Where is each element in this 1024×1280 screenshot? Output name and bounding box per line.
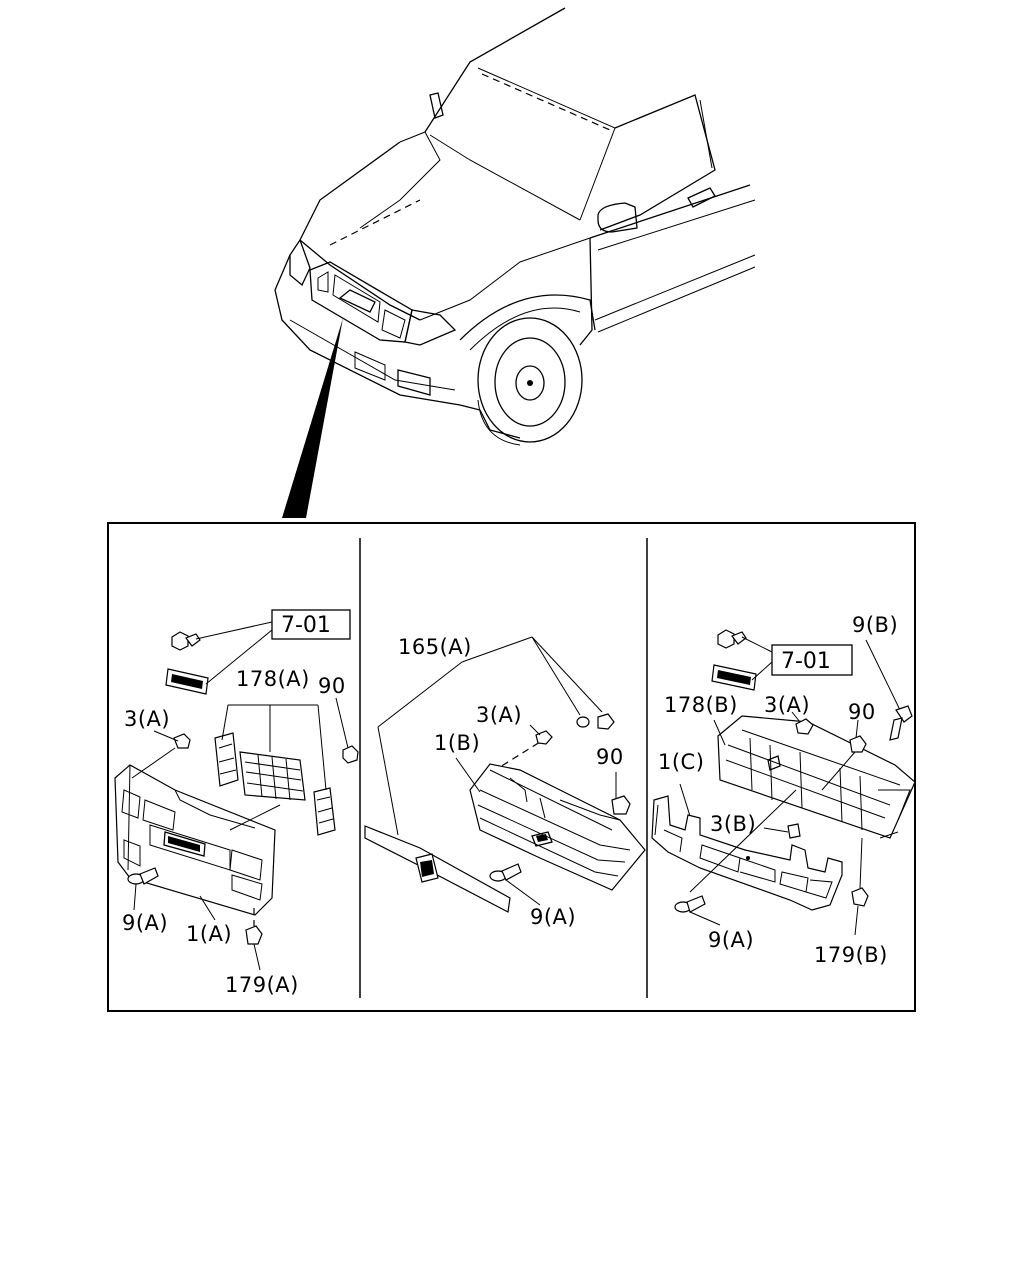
grille-insert-2 (717, 715, 916, 839)
part-label-165a: 165(A) (398, 635, 472, 659)
part-label-1a: 1(A) (186, 922, 232, 946)
nut-icon-3 (849, 735, 867, 753)
clip-179b-icon (851, 887, 869, 907)
part-label-9a-2: 9(A) (530, 905, 576, 929)
part-label-90: 90 (318, 674, 346, 698)
reference-label: 7-01 (281, 613, 331, 638)
part-label-1c: 1(C) (658, 750, 704, 774)
part-label-178a: 178(A) (236, 667, 310, 691)
nut-icon-2 (611, 795, 631, 815)
vehicle-illustration (274, 7, 756, 518)
screw-icon-2 (489, 863, 522, 882)
washer-icon (576, 716, 590, 728)
clip-icon (171, 631, 201, 651)
clip-179a-icon (245, 925, 263, 945)
part-label-3a-3: 3(A) (764, 693, 810, 717)
grille-insert (214, 732, 336, 836)
part-label-3a-2: 3(A) (476, 703, 522, 727)
reference-box-2 (771, 644, 853, 676)
panel-1: 7-01 178(A) 90 3(A) (114, 609, 359, 997)
nut-icon (342, 745, 359, 764)
part-label-3b: 3(B) (710, 812, 756, 836)
part-label-90-3: 90 (848, 700, 876, 724)
part-label-9a-3: 9(A) (708, 928, 754, 952)
grille-molding (364, 825, 511, 913)
part-label-9b: 9(B) (852, 613, 898, 637)
reference-label-2: 7-01 (781, 649, 831, 674)
part-label-178b: 178(B) (664, 693, 738, 717)
detail-frame (107, 522, 916, 1012)
screw-icon-3 (889, 705, 913, 741)
screw-icon-4 (674, 895, 706, 913)
detail-pointer (282, 318, 343, 518)
grille-frame-3 (651, 795, 843, 911)
part-label-179a: 179(A) (225, 973, 299, 997)
grille-frame-2 (469, 763, 646, 891)
reference-box (271, 609, 351, 640)
part-label-9a: 9(A) (122, 911, 168, 935)
clip-icon-3 (717, 629, 747, 649)
panel-2: 165(A) 3(A) (364, 635, 646, 929)
panel-3: 9(B) 7-01 (651, 613, 916, 967)
clip-3a-icon (173, 733, 191, 749)
clip-3a-icon-2 (535, 730, 553, 745)
clip-3a-icon-3 (795, 718, 814, 735)
part-label-1b: 1(B) (434, 731, 480, 755)
emblem-badge-2 (711, 664, 757, 691)
emblem-badge (165, 668, 209, 695)
part-label-3a: 3(A) (124, 707, 170, 731)
clip-3b-icon (787, 823, 801, 839)
screw-icon (127, 867, 159, 885)
bolt-icon (597, 713, 615, 730)
part-label-90-2: 90 (596, 745, 624, 769)
part-label-179b: 179(B) (814, 943, 888, 967)
